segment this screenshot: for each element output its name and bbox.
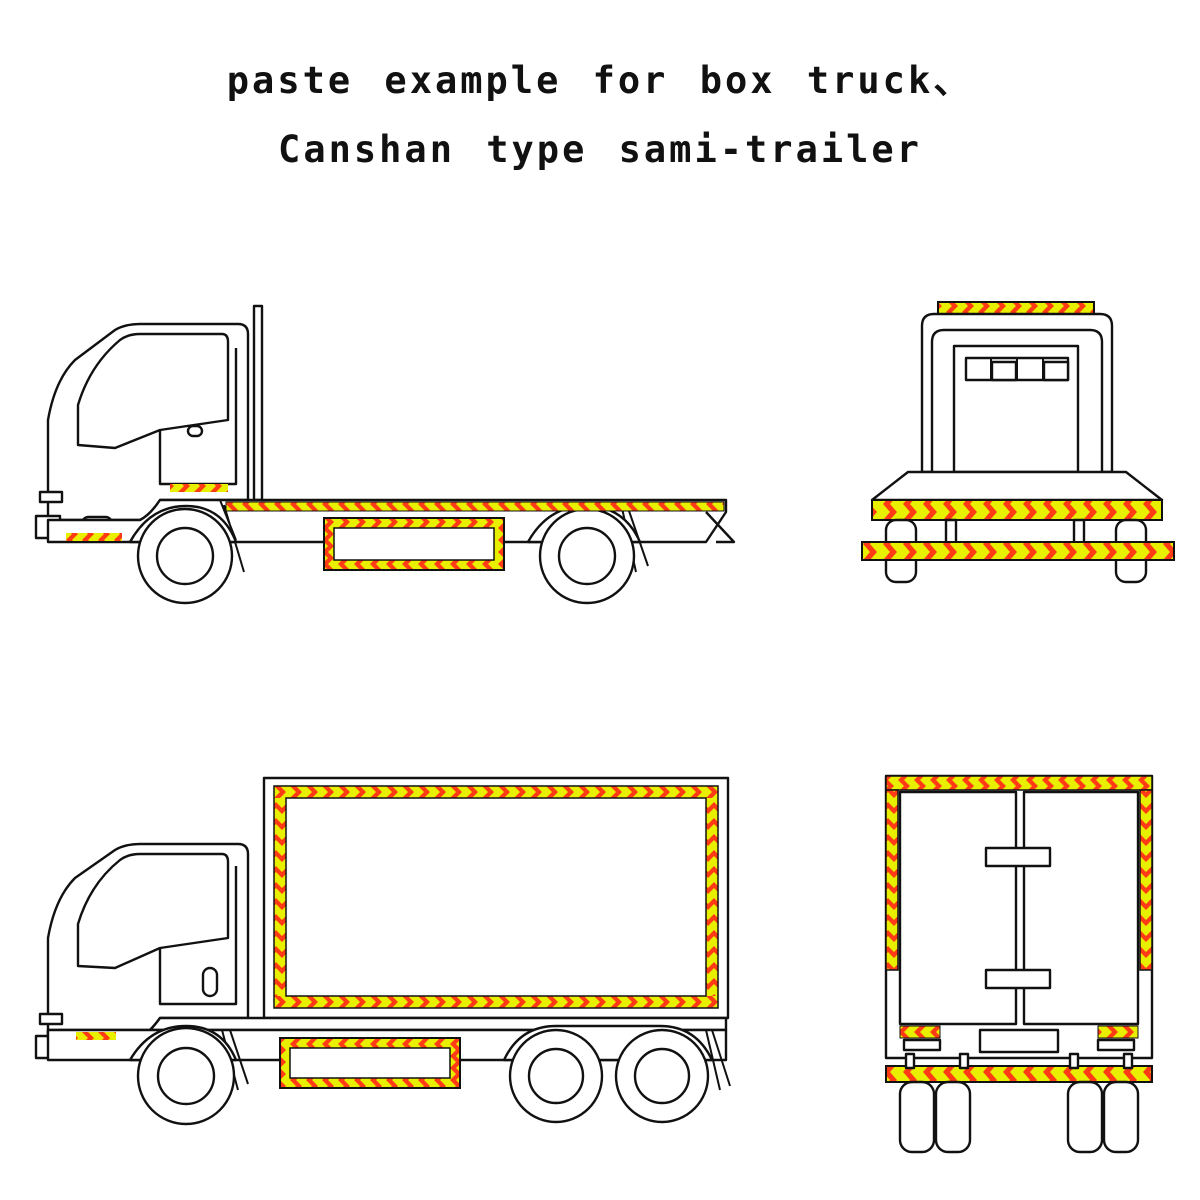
bumper-top (38, 1012, 64, 1026)
vent-2 (990, 360, 1018, 382)
rear-tape-top (885, 775, 1153, 791)
door-handle (186, 424, 204, 438)
license-plate (978, 1028, 1060, 1054)
rear-hub (557, 526, 617, 586)
wheel-l2 (934, 1080, 972, 1154)
wheel-r2 (1102, 1080, 1140, 1154)
bumper-top (38, 490, 64, 504)
door-latch-bottom (984, 968, 1052, 990)
front-hub (156, 1046, 216, 1106)
rear-left-tape (899, 1025, 941, 1039)
side-plate-inner (333, 527, 495, 561)
rear-hub-2 (633, 1047, 691, 1105)
door-handle (201, 966, 219, 998)
flatbed-truck-side-view (34, 304, 736, 605)
box-panel (285, 797, 707, 997)
vent-4 (1042, 360, 1070, 382)
side-plate-inner (289, 1047, 451, 1079)
tail-light-left (902, 1038, 942, 1052)
cab-door (158, 866, 238, 1006)
front-bumper-tape (76, 1032, 116, 1040)
rear-bumper-tape (885, 1065, 1153, 1083)
title-line-2: Canshan type sami-trailer (278, 128, 922, 171)
bed-rear-tape (871, 499, 1163, 521)
hanger-r1 (1068, 1052, 1080, 1070)
exhaust-stack (252, 304, 264, 502)
title-line-1: paste example for box truck、 (226, 59, 974, 102)
hanger-r2 (1122, 1052, 1134, 1070)
wheel-r1 (1066, 1080, 1104, 1154)
door-latch-top (984, 846, 1052, 868)
hanger-l1 (904, 1052, 916, 1070)
rear-tape-left (885, 789, 899, 971)
wheel-l1 (898, 1080, 936, 1154)
rear-right-tape (1097, 1025, 1139, 1039)
frame-right (1072, 518, 1086, 546)
cab-tape (170, 484, 228, 492)
box-tape-left (274, 798, 286, 996)
bed-side-tape (225, 501, 725, 512)
front-hub (155, 526, 215, 586)
bed-tail (705, 511, 736, 544)
box-truck-side-view (34, 776, 731, 1126)
front-bumper-tape (66, 533, 122, 541)
frame-left (944, 518, 958, 546)
cab-window (76, 852, 230, 970)
tail-light-right (1096, 1038, 1136, 1052)
rear-bumper-tape (861, 541, 1175, 561)
rear-hub-1 (527, 1047, 585, 1105)
cab-window (76, 332, 230, 450)
box-tape-top (274, 786, 718, 798)
box-tape-right (706, 798, 718, 996)
box-truck-rear-view (884, 774, 1154, 1154)
rear-tape-right (1139, 789, 1153, 971)
flatbed-truck-rear-view (861, 301, 1175, 584)
box-tape-bottom (274, 996, 718, 1008)
bed-top (870, 470, 1164, 502)
hanger-l2 (958, 1052, 970, 1070)
